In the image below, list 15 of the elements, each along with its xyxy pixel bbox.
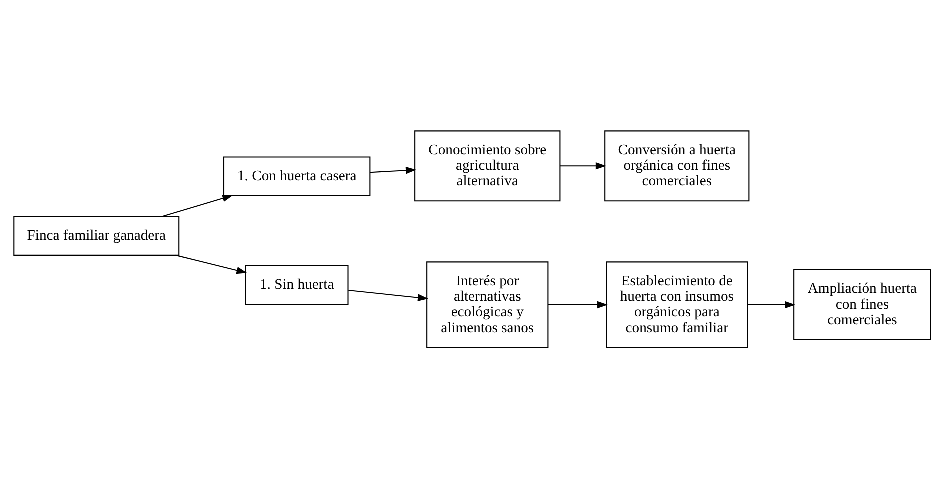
arrow <box>560 162 606 170</box>
arrow <box>348 290 428 302</box>
arrow <box>548 301 608 309</box>
node-box: Conocimiento sobre agricultura alternativa <box>414 130 561 202</box>
arrow <box>748 301 796 309</box>
node-box: Finca familiar ganadera <box>14 216 180 256</box>
node-box: 1. Con huerta casera <box>223 156 371 196</box>
node-box: Ampliación huerta con fines comerciales <box>794 270 932 341</box>
arrow <box>370 166 416 174</box>
node-box: 1. Sin huerta <box>245 265 349 306</box>
arrow <box>162 194 234 218</box>
node-box: Interés por alternativas ecológicas y alimentos sanos <box>426 262 549 348</box>
arrow <box>176 254 248 274</box>
node-box: Establecimiento de huerta con insumos orgánicos para consumo familiar <box>606 262 748 348</box>
node-box: Conversión a huerta orgánica con fines comerciales <box>604 130 750 202</box>
